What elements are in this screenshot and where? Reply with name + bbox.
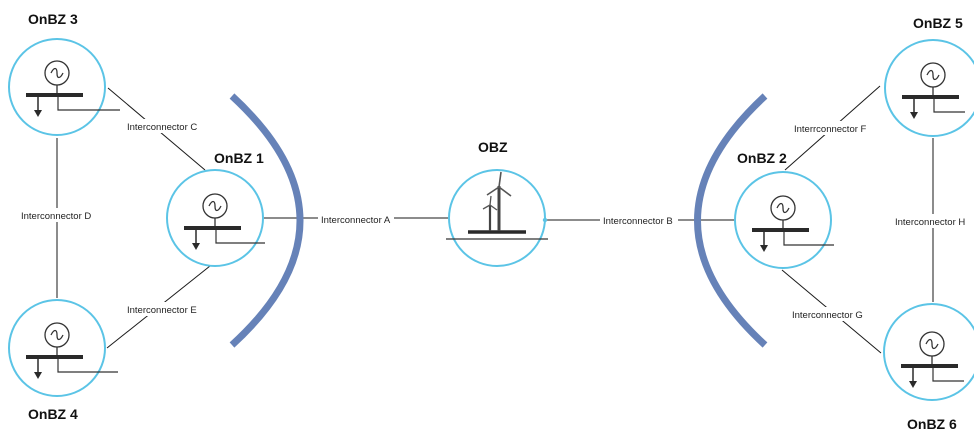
node-label-onbz3: OnBZ 3 <box>28 11 78 27</box>
label-interconnector-d: Interconnector D <box>21 211 91 222</box>
node-onbz5-circle <box>884 39 974 137</box>
zone-boundary-left <box>229 93 304 348</box>
node-onbz5: OnBZ 5 <box>884 15 974 137</box>
node-onbz4: OnBZ 4 <box>8 299 118 422</box>
node-obz-circle <box>448 169 546 267</box>
label-interconnector-e: Interconnector E <box>127 305 197 316</box>
label-interconnector-c: Interconnector C <box>127 122 197 133</box>
node-label-onbz2: OnBZ 2 <box>737 150 787 166</box>
node-onbz1: OnBZ 1 <box>166 150 265 267</box>
node-onbz3: OnBZ 3 <box>8 11 120 136</box>
label-interconnector-f: Interrconnector F <box>794 124 867 135</box>
node-label-onbz6: OnBZ 6 <box>907 416 957 431</box>
node-label-obz: OBZ <box>478 139 508 155</box>
label-interconnector-a: Interconnector A <box>321 215 391 226</box>
node-onbz6: OnBZ 6 <box>883 303 974 431</box>
node-label-onbz5: OnBZ 5 <box>913 15 963 31</box>
node-onbz6-circle <box>883 303 974 401</box>
label-interconnector-g: Interconnector G <box>792 310 863 321</box>
node-label-onbz1: OnBZ 1 <box>214 150 264 166</box>
node-onbz2: OnBZ 2 <box>734 150 834 269</box>
wind-turbine-icon <box>446 171 548 240</box>
node-obz: OBZ <box>446 139 548 267</box>
interconnector-labels: Interconnector C Interconnector D Interc… <box>19 119 969 321</box>
label-interconnector-h: Interconnector H <box>895 217 965 228</box>
zone-boundary-right <box>694 93 768 348</box>
label-interconnector-b: Interconnector B <box>603 216 673 227</box>
node-label-onbz4: OnBZ 4 <box>28 406 78 422</box>
